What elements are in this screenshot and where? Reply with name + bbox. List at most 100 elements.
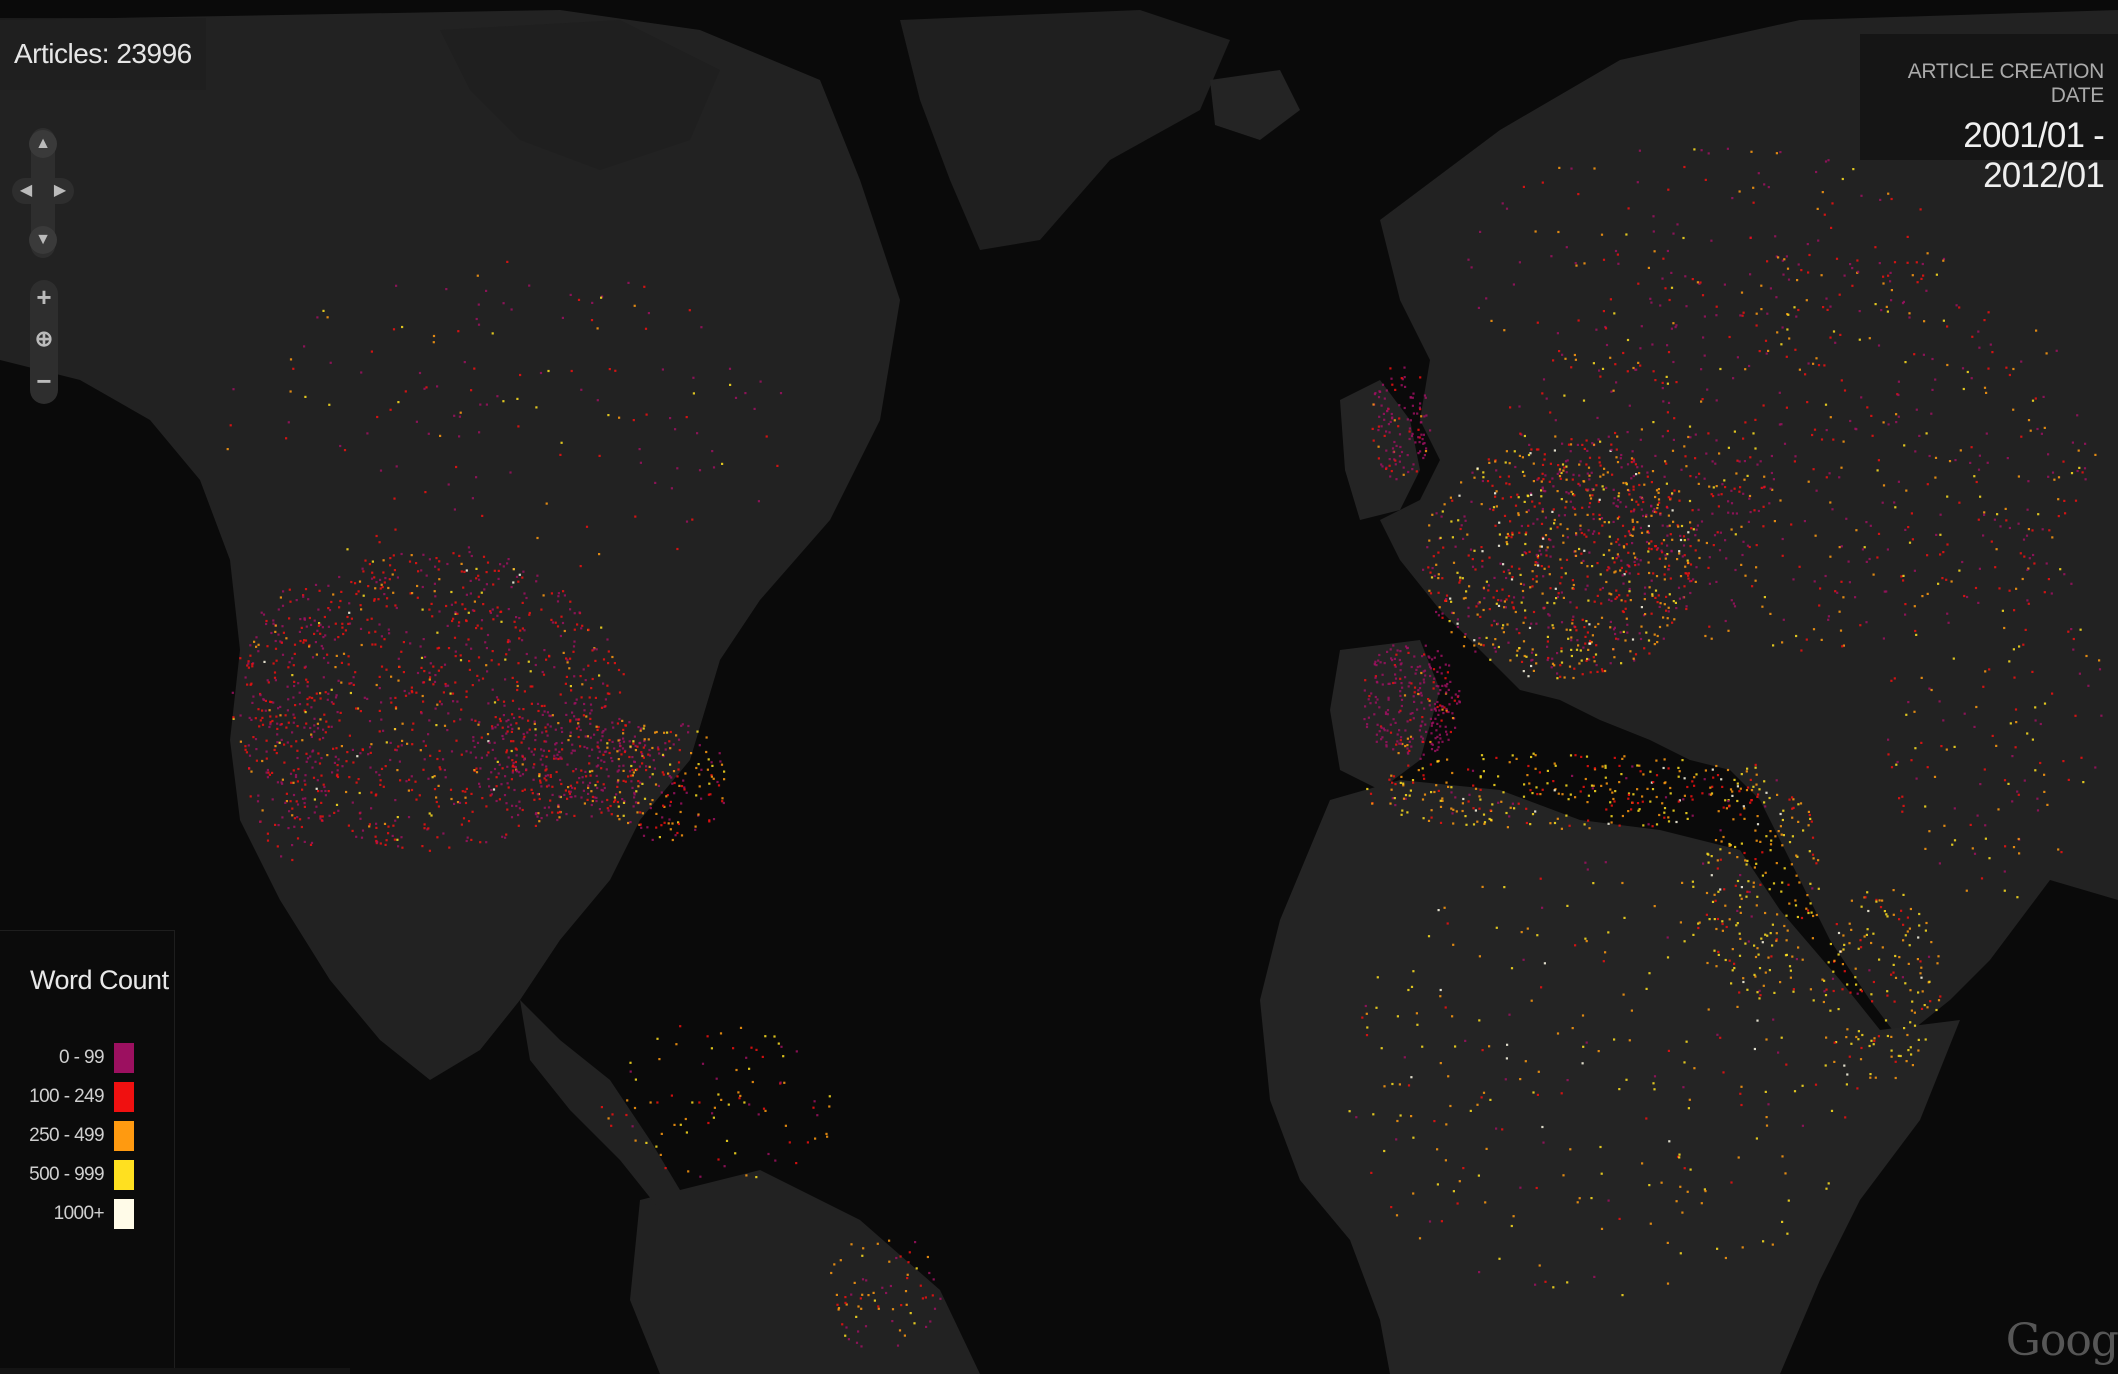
- article-point: [602, 783, 605, 786]
- article-point: [319, 632, 322, 635]
- article-point: [1542, 378, 1546, 381]
- article-point: [595, 725, 598, 728]
- article-point: [1497, 599, 1500, 602]
- article-point: [279, 640, 282, 643]
- article-point: [1519, 1186, 1522, 1189]
- article-point: [383, 581, 386, 584]
- article-point: [608, 739, 611, 742]
- article-point: [876, 1242, 879, 1245]
- article-point: [1845, 517, 1848, 520]
- article-point: [1778, 391, 1781, 394]
- article-point: [1406, 744, 1409, 747]
- article-point: [571, 711, 574, 714]
- article-point: [1642, 514, 1645, 517]
- article-point: [1444, 1006, 1447, 1009]
- article-point: [1821, 191, 1824, 194]
- article-point: [618, 749, 621, 752]
- article-point: [561, 748, 564, 751]
- article-point: [504, 775, 507, 778]
- article-point: [2019, 552, 2022, 555]
- article-point: [1414, 672, 1417, 675]
- article-point: [1504, 461, 1507, 464]
- article-point: [246, 683, 249, 686]
- article-point: [1599, 375, 1602, 378]
- zoom-out-button[interactable]: −: [36, 366, 52, 396]
- article-point: [580, 627, 583, 630]
- article-point: [274, 679, 277, 682]
- article-point: [716, 780, 719, 784]
- article-point: [1581, 443, 1584, 446]
- zoom-in-button[interactable]: +: [36, 282, 52, 312]
- article-point: [1374, 701, 1377, 704]
- article-point: [395, 465, 398, 468]
- article-point: [1407, 470, 1410, 474]
- article-point: [1641, 497, 1644, 500]
- article-point: [1850, 899, 1853, 902]
- article-point: [1400, 736, 1403, 739]
- article-point: [1697, 922, 1700, 925]
- article-point: [1836, 591, 1839, 594]
- article-point: [522, 708, 525, 711]
- article-point: [1744, 859, 1747, 862]
- article-point: [287, 827, 290, 830]
- article-point: [1603, 467, 1606, 470]
- article-point: [1739, 813, 1742, 816]
- article-point: [1558, 166, 1561, 169]
- article-point: [1651, 593, 1654, 596]
- article-point: [387, 825, 390, 828]
- article-point: [1522, 185, 1525, 188]
- article-point: [1660, 1181, 1663, 1184]
- date-range-value[interactable]: 2001/01 - 2012/01: [1963, 116, 2105, 195]
- article-point: [570, 796, 573, 799]
- article-point: [570, 752, 573, 755]
- article-point: [490, 789, 493, 792]
- article-point: [1609, 356, 1612, 359]
- article-point: [1731, 794, 1734, 797]
- article-point: [695, 794, 698, 797]
- article-point: [493, 741, 496, 744]
- article-point: [394, 696, 397, 699]
- article-point: [1764, 911, 1767, 915]
- article-point: [315, 787, 318, 790]
- article-point: [262, 613, 266, 616]
- article-point: [1698, 282, 1701, 285]
- article-point: [1915, 633, 1918, 636]
- article-point: [469, 751, 472, 754]
- article-point: [1503, 606, 1506, 609]
- article-point: [2012, 408, 2015, 411]
- article-point: [738, 1097, 741, 1100]
- article-point: [1419, 682, 1422, 685]
- article-point: [297, 767, 300, 771]
- article-point: [470, 718, 473, 721]
- article-point: [1556, 677, 1559, 680]
- article-point: [1647, 531, 1651, 534]
- article-point: [1421, 716, 1424, 719]
- article-point: [1809, 817, 1812, 820]
- article-point: [1493, 783, 1496, 787]
- pan-down-icon[interactable]: ▼: [29, 226, 57, 254]
- pan-up-icon[interactable]: ▲: [29, 130, 57, 158]
- article-point: [1393, 440, 1396, 444]
- article-point: [1782, 834, 1785, 837]
- article-point: [1430, 791, 1433, 794]
- article-point: [1965, 889, 1968, 892]
- article-point: [1466, 533, 1469, 536]
- article-point: [1922, 274, 1925, 277]
- zoom-reset-icon[interactable]: ⊕: [34, 326, 54, 351]
- article-point: [1667, 610, 1670, 613]
- date-range-panel[interactable]: ARTICLE CREATION DATE 2001/01 - 2012/01: [1860, 34, 2118, 195]
- article-point: [1913, 1024, 1917, 1027]
- article-point: [1906, 916, 1909, 919]
- article-point: [1528, 626, 1532, 629]
- article-point: [1758, 989, 1761, 992]
- article-point: [1557, 464, 1560, 467]
- article-point: [1406, 811, 1409, 814]
- article-point: [1715, 439, 1718, 442]
- pan-right-icon[interactable]: ▶: [53, 182, 67, 199]
- pan-left-icon[interactable]: ◀: [19, 182, 33, 199]
- article-point: [335, 654, 338, 657]
- article-point: [580, 769, 583, 772]
- article-point: [1907, 526, 1910, 529]
